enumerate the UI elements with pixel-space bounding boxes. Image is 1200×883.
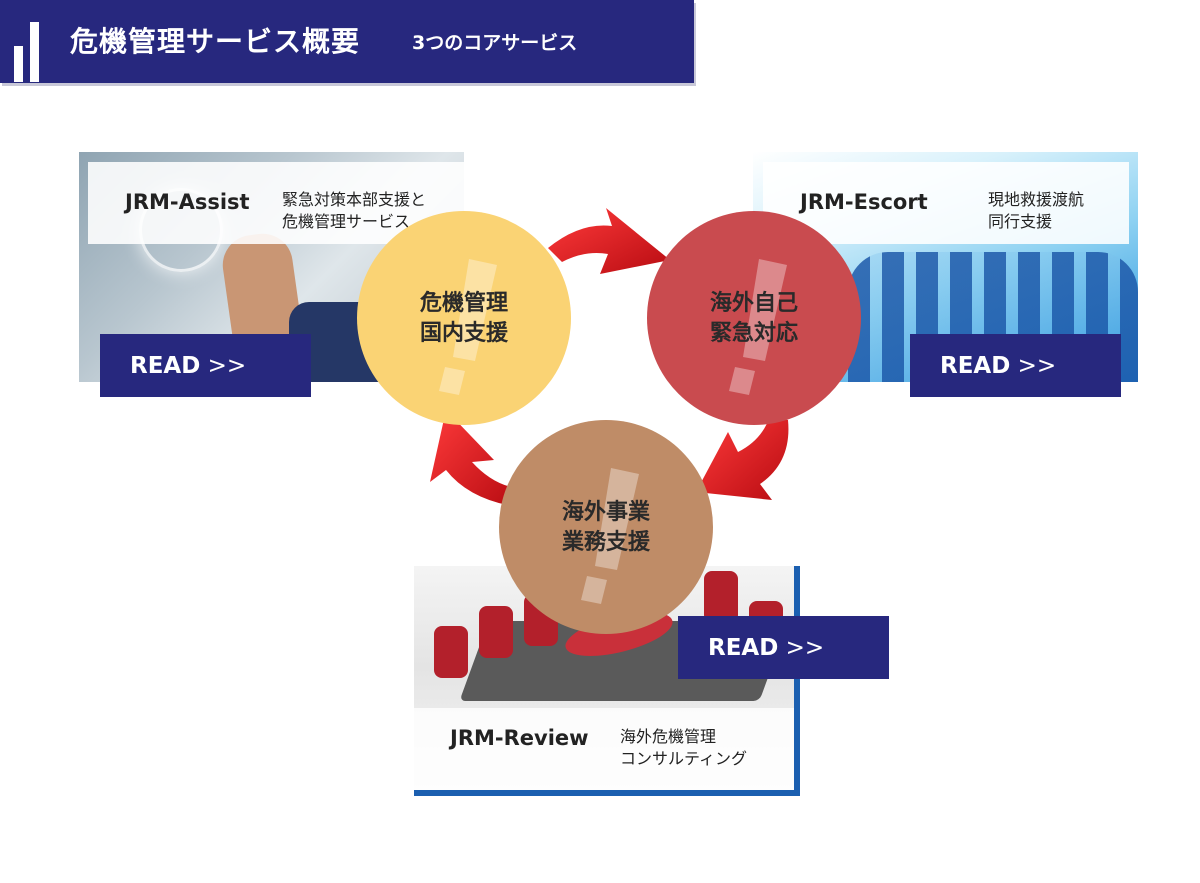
cycle-circle-overseas: 海外事業 業務支援: [499, 420, 713, 634]
page-title: 危機管理サービス概要: [70, 25, 361, 58]
page-subtitle: 3つのコアサービス: [412, 32, 578, 54]
cycle-circle-label: 危機管理 国内支援: [419, 291, 508, 346]
service-name: JRM-Review: [450, 726, 589, 750]
cycle-circle-emergency: 海外自己 緊急対応: [647, 211, 861, 425]
bar-chart-icon: [14, 18, 48, 82]
service-name: JRM-Escort: [800, 190, 928, 214]
exclamation-icon: [729, 259, 787, 395]
service-label-box: JRM-Review 海外危機管理 コンサルティング: [414, 708, 794, 790]
chair-photo: [479, 606, 513, 658]
service-name: JRM-Assist: [125, 190, 250, 214]
service-description: 現地救援渡航 同行支援: [988, 190, 1085, 231]
service-description: 緊急対策本部支援と 危機管理サービス: [282, 190, 427, 231]
read-more-button-review[interactable]: READ >>: [678, 616, 889, 679]
chair-photo: [704, 571, 738, 623]
read-more-button-escort[interactable]: READ >>: [910, 334, 1121, 397]
exclamation-icon: [439, 259, 497, 395]
chair-photo: [434, 626, 468, 678]
cycle-circle-label: 海外事業 業務支援: [561, 500, 650, 555]
service-label-box: JRM-Escort 現地救援渡航 同行支援: [763, 162, 1129, 244]
exclamation-icon: [581, 468, 639, 604]
read-more-button-assist[interactable]: READ >>: [100, 334, 311, 397]
service-description: 海外危機管理 コンサルティング: [620, 727, 748, 768]
page-header: 危機管理サービス概要 3つのコアサービス: [0, 0, 694, 83]
cycle-circle-label: 海外自己 緊急対応: [709, 291, 798, 346]
cycle-circle-domestic: 危機管理 国内支援: [357, 211, 571, 425]
